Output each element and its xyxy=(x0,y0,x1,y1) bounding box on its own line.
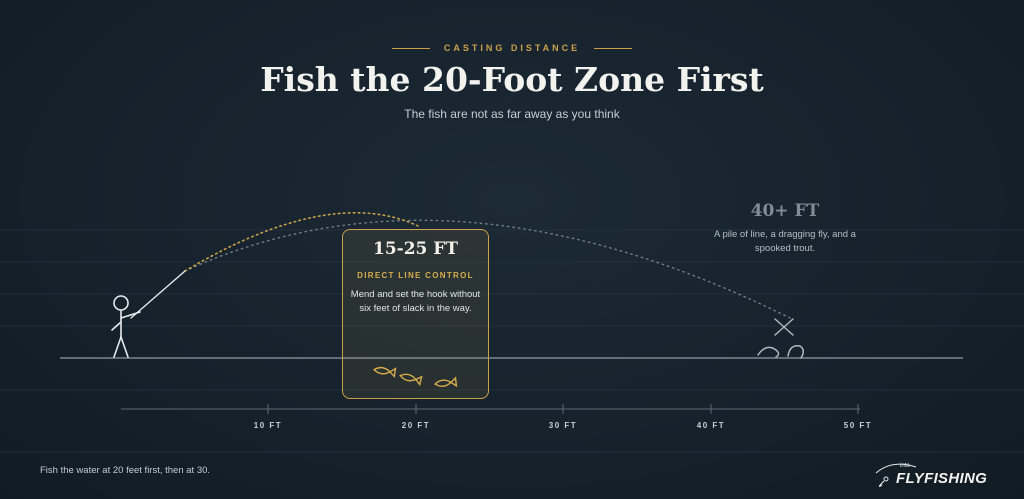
kicker-text: CASTING DISTANCE xyxy=(443,43,581,53)
footnote: Fish the water at 20 feet first, then at… xyxy=(40,465,211,476)
far-range: 40+ FT xyxy=(750,201,820,221)
zone-label: DIRECT LINE CONTROL xyxy=(357,271,474,280)
logo-line-icon xyxy=(875,463,917,474)
kicker-rule-left xyxy=(391,47,430,49)
splash-icon xyxy=(757,346,780,358)
tick-label: 30 FT xyxy=(548,421,578,430)
page-subtitle: The fish are not as far away as you thin… xyxy=(404,107,620,121)
fish-icon xyxy=(433,376,458,388)
zone-description: Mend and set the hook without six feet o… xyxy=(350,289,481,314)
hook-icon xyxy=(878,480,885,487)
fish-icon xyxy=(399,373,423,387)
distance-scale xyxy=(121,404,860,414)
water-lines xyxy=(0,229,1024,453)
fish-icon xyxy=(372,366,397,379)
target-zone-box xyxy=(342,229,489,399)
tick-label: 10 FT xyxy=(253,421,283,430)
zone-range: 15-25 FT xyxy=(372,239,458,259)
tick-label: 50 FT xyxy=(843,421,873,430)
angler-figure xyxy=(111,270,186,358)
short-cast-arc xyxy=(184,212,419,272)
fish-group xyxy=(372,366,458,388)
brand-logo xyxy=(875,463,917,487)
page-title: Fish the 20-Foot Zone First xyxy=(260,60,764,99)
logo-brand-text: FLYFISHING xyxy=(896,470,988,487)
kicker-rule-right xyxy=(594,47,633,49)
tick-label: 40 FT xyxy=(696,421,726,430)
logo-small-text: into xyxy=(900,463,910,469)
long-cast-arc xyxy=(184,219,791,319)
fishing-rod xyxy=(130,270,186,319)
kicker-row: CASTING DISTANCE xyxy=(0,43,1024,53)
far-target xyxy=(757,318,804,359)
far-description: A pile of line, a dragging fly, and a sp… xyxy=(714,229,856,254)
tick-label: 20 FT xyxy=(401,421,431,430)
